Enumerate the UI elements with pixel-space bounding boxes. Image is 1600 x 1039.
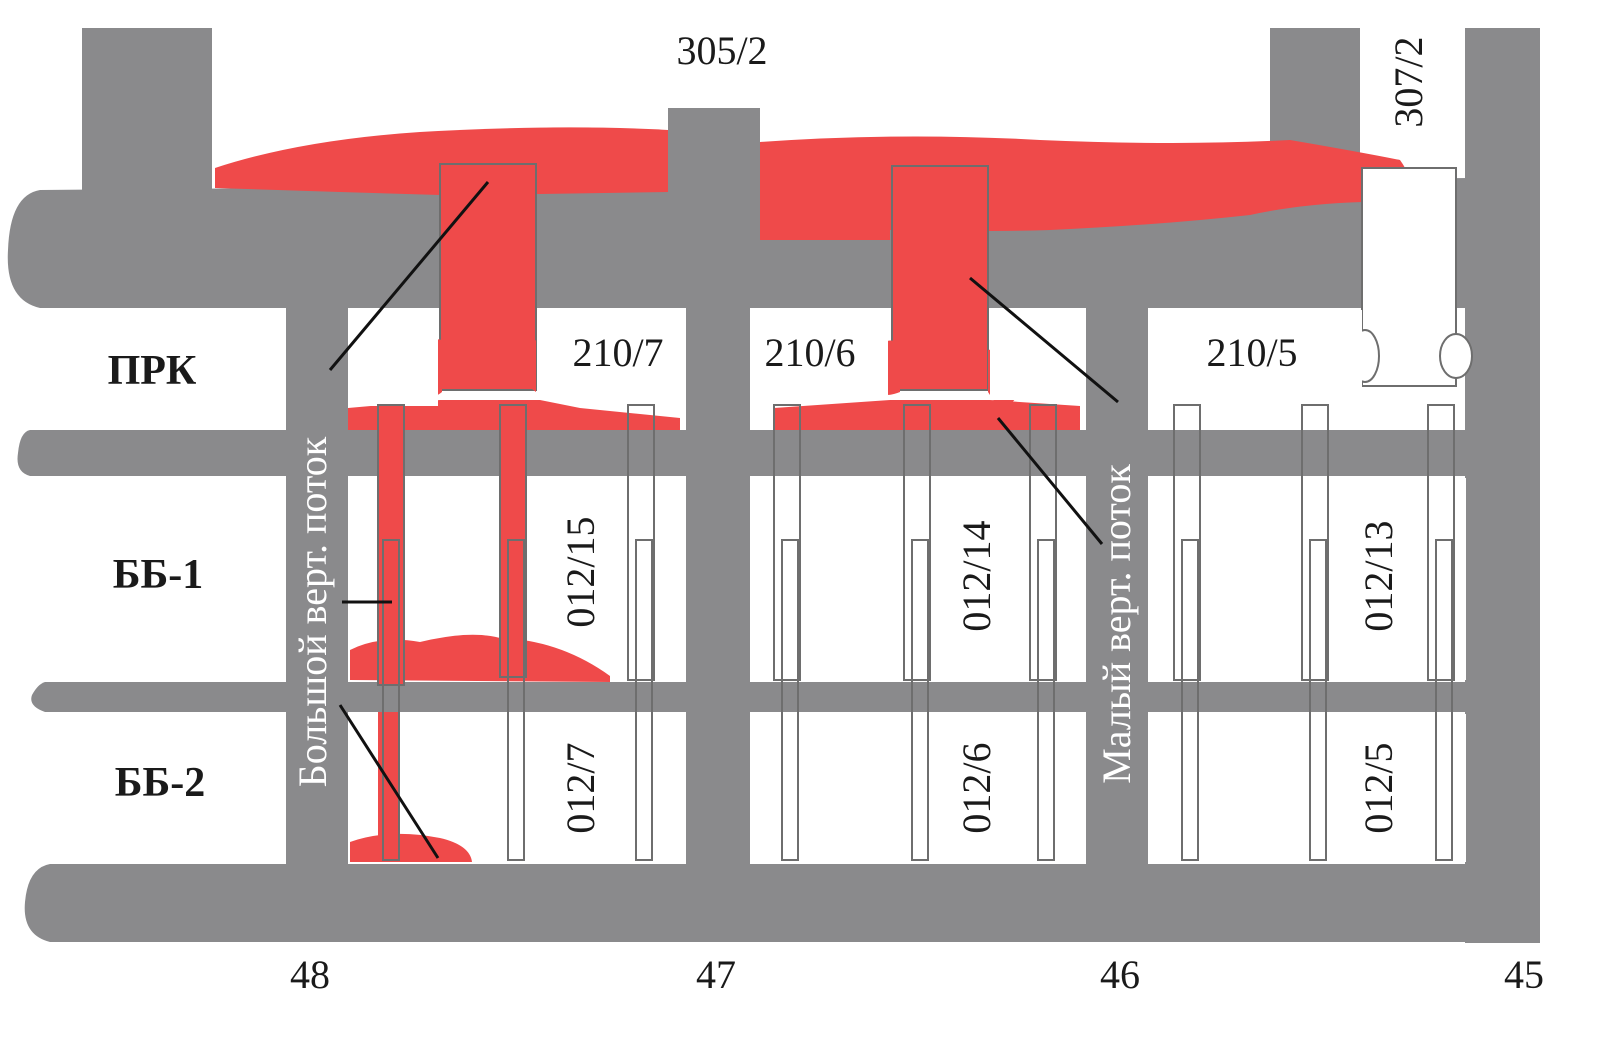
chamber-bb2-2: 012/6 [954,742,999,833]
block-307-2-right-lobe [1439,333,1473,379]
drift-prk-bb1 [17,430,1470,476]
axis-45: 45 [1504,952,1544,997]
axis-47: 47 [696,952,736,997]
prk-zone-4 [990,310,1084,400]
drift-bb1-bb2 [31,682,1471,712]
ore-blocks [1350,167,1473,387]
axis-46: 46 [1100,952,1140,997]
raise-b-5 [1037,539,1055,861]
leader-lines [328,181,1119,859]
label-305-2: 305/2 [676,28,767,73]
right-edge-column [1465,28,1540,943]
annotation-big-flow: Большой верт. поток [290,436,335,787]
chamber-prk-2: 210/6 [764,330,855,375]
leader-small-flow-top [969,276,1119,404]
big-flow-column [439,163,537,391]
raises [382,404,1455,861]
bb2-zone-46-45 [1150,714,1466,862]
raise-4 [1029,404,1057,681]
raise-b-3 [781,539,799,861]
level-prk: ПРК [108,348,197,394]
raise-b-1 [507,539,525,861]
big-flow-base-right [517,340,536,392]
raise-2 [773,404,801,681]
pillar-47 [686,300,750,880]
level-bb1: ББ-1 [113,552,204,598]
chamber-bb1-2: 012/14 [954,520,999,631]
level-bb2: ББ-2 [115,760,206,806]
flow-bb1-spill [350,634,610,682]
flow-bb2-spill [350,833,472,862]
raise-b-big [382,539,400,861]
raise-1 [627,404,655,681]
chamber-prk-3: 210/5 [1206,330,1297,375]
leader-big-flow-bottom [338,704,440,859]
pillar-46 [1086,300,1148,880]
label-307-2: 307/2 [1386,36,1431,127]
chamber-bb1-1: 012/15 [558,516,603,627]
bb1-zone-47-46 [752,478,1086,680]
bb2-zone-47-46 [752,714,1086,862]
bb1-zone-46-45 [1150,478,1466,680]
left-shaft [82,28,212,198]
small-flow-column [891,165,989,391]
leader-small-flow-bottom [996,417,1104,545]
flow-upper-drift [215,127,668,195]
leader-big-flow-top [328,181,490,371]
raise-7 [1427,404,1455,681]
raise-b-2 [635,539,653,861]
flow-vertical [348,163,1080,430]
annotation-small-flow: Малый верт. поток [1094,464,1139,784]
prk-zone-3 [752,310,888,400]
chamber-bb1-3: 012/13 [1356,520,1401,631]
pillar-48 [286,300,348,880]
raise-3 [903,404,931,681]
prk-zone-1 [350,310,438,406]
chamber-prk-1: 210/7 [572,330,663,375]
chamber-bb2-1: 012/7 [558,742,603,833]
raise-5 [1173,404,1201,681]
prk-zone-5 [1150,310,1362,428]
axis-48: 48 [290,952,330,997]
raise-b-4 [911,539,929,861]
big-flow-shaft-bb1 [377,404,405,686]
raise-b-8 [1435,539,1453,861]
raise-6 [1301,404,1329,681]
raise-b-7 [1309,539,1327,861]
bottom-drift [24,864,1536,942]
chamber-bb2-3: 012/5 [1356,742,1401,833]
prk-zone-2 [540,310,686,400]
raise-b-6 [1181,539,1199,861]
